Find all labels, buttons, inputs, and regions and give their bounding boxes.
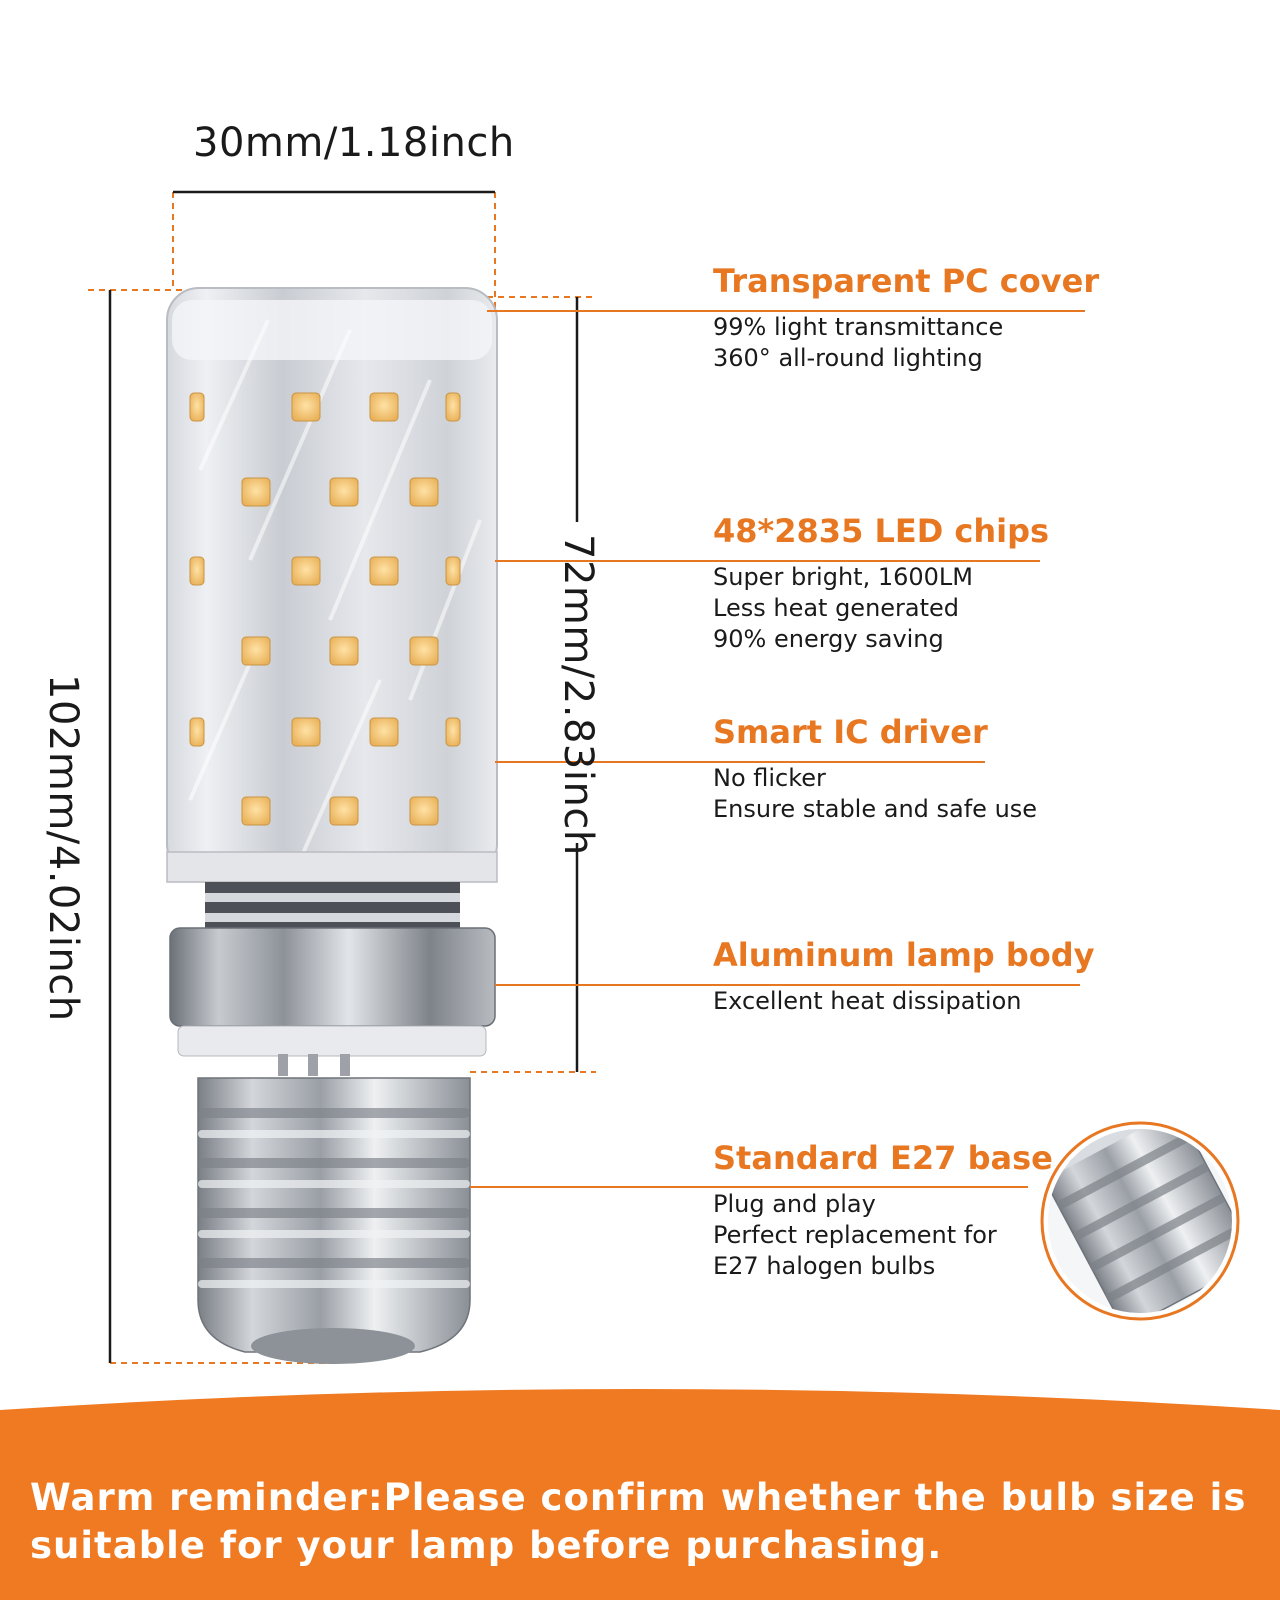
feature-description: No flicker Ensure stable and safe use: [713, 763, 1113, 825]
led-chip: [409, 636, 439, 666]
pc-cover: [166, 287, 498, 883]
total-height-label: 102mm/4.02inch: [40, 674, 86, 1022]
feature-title: Smart IC driver: [713, 713, 988, 751]
feature-line: Plug and play: [713, 1190, 876, 1218]
reminder-banner: [0, 1389, 1280, 1600]
led-chip: [291, 392, 321, 422]
aluminum-body: [169, 882, 496, 1076]
led-chip: [189, 392, 205, 422]
feature-pc-cover: Transparent PC cover 99% light transmitt…: [713, 262, 1113, 374]
reminder-line: suitable for your lamp before purchasing…: [30, 1524, 943, 1567]
feature-line: 90% energy saving: [713, 625, 944, 653]
led-chip: [369, 392, 399, 422]
led-chip: [409, 796, 439, 826]
base-closeup-circle: [1040, 1121, 1240, 1321]
feature-title: 48*2835 LED chips: [713, 512, 1050, 550]
feature-title: Standard E27 base: [713, 1139, 1053, 1177]
cover-height-label: 72mm/2.83inch: [555, 534, 601, 856]
feature-led-chips: 48*2835 LED chips Super bright, 1600LM L…: [713, 512, 1113, 655]
led-chip: [329, 477, 359, 507]
feature-line: Ensure stable and safe use: [713, 795, 1038, 823]
led-chip: [445, 392, 461, 422]
led-chip: [291, 556, 321, 586]
led-chip: [329, 796, 359, 826]
feature-lamp-body: Aluminum lamp body Excellent heat dissip…: [713, 936, 1113, 1017]
feature-line: 99% light transmittance: [713, 313, 1004, 341]
e27-screw-base: [197, 1077, 471, 1364]
feature-title: Aluminum lamp body: [713, 936, 1095, 974]
feature-description: Excellent heat dissipation: [713, 986, 1113, 1017]
led-chip: [189, 717, 205, 747]
feature-e27-base: Standard E27 base Plug and play Perfect …: [713, 1139, 1113, 1282]
led-chip: [241, 477, 271, 507]
feature-description: Plug and play Perfect replacement for E2…: [713, 1189, 1113, 1282]
led-chip: [241, 796, 271, 826]
feature-line: Perfect replacement for: [713, 1221, 997, 1249]
led-chip: [445, 717, 461, 747]
led-chip: [189, 556, 205, 586]
led-chip: [445, 556, 461, 586]
led-chip: [329, 636, 359, 666]
feature-description: 99% light transmittance 360° all-round l…: [713, 312, 1113, 374]
cover-height-dimension: [470, 296, 596, 1073]
feature-line: Excellent heat dissipation: [713, 987, 1022, 1015]
feature-title: Transparent PC cover: [713, 262, 1100, 300]
warm-reminder-text: Warm reminder:Please confirm whether the…: [30, 1474, 1250, 1570]
feature-line: Less heat generated: [713, 594, 960, 622]
feature-line: E27 halogen bulbs: [713, 1252, 936, 1280]
led-chips: [189, 392, 461, 826]
reminder-line: Warm reminder:Please confirm whether the…: [30, 1476, 1247, 1519]
led-chip: [409, 477, 439, 507]
led-chip: [291, 717, 321, 747]
feature-line: No flicker: [713, 764, 826, 792]
leader-lines: [470, 310, 1085, 1188]
feature-line: Super bright, 1600LM: [713, 563, 973, 591]
width-label: 30mm/1.18inch: [193, 120, 515, 166]
feature-description: Super bright, 1600LM Less heat generated…: [713, 562, 1113, 655]
feature-ic-driver: Smart IC driver No flicker Ensure stable…: [713, 713, 1113, 825]
led-chip: [369, 717, 399, 747]
led-chip: [369, 556, 399, 586]
led-chip: [241, 636, 271, 666]
feature-line: 360° all-round lighting: [713, 344, 983, 372]
